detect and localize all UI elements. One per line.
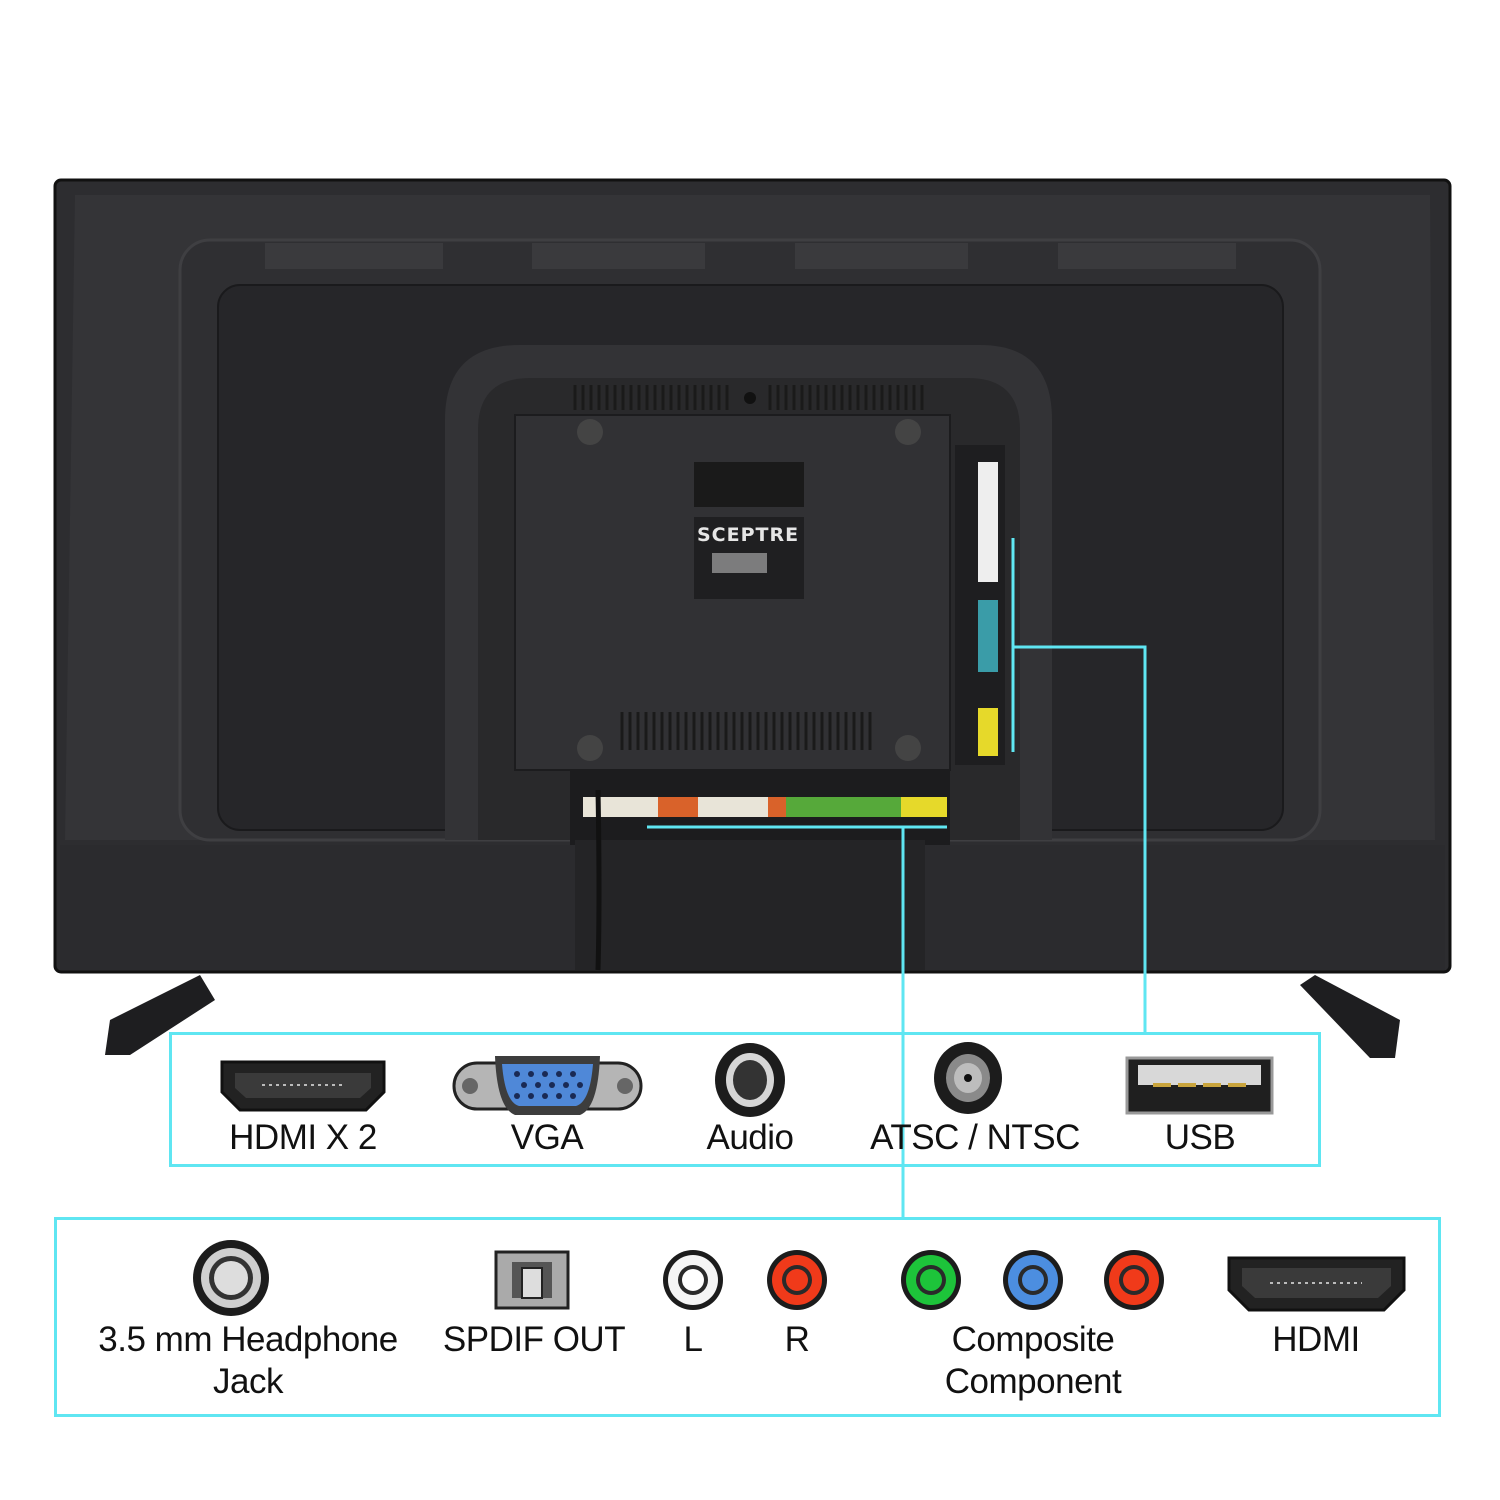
port-label-audio: Audio: [706, 1118, 794, 1157]
port-label-line: 3.5 mm Headphone: [98, 1320, 398, 1359]
port-label-l: L: [683, 1320, 703, 1359]
rca-red-icon: [1104, 1250, 1164, 1310]
hdmi-port-icon: [220, 1060, 386, 1112]
headphone-jack-icon: [193, 1240, 269, 1316]
vga-port-icon: [452, 1056, 643, 1115]
usb-port-icon: [1125, 1056, 1274, 1115]
port-label-headphone: 3.5 mm Headphone Jack: [98, 1319, 398, 1403]
rca-white-icon: [663, 1250, 723, 1310]
port-label-r: R: [784, 1320, 810, 1359]
rca-green-icon: [901, 1250, 961, 1310]
bottom-ports-callout: [54, 1217, 1441, 1417]
port-label-hdmi: HDMI: [1272, 1320, 1360, 1359]
port-label-atsc-ntsc: ATSC / NTSC: [870, 1118, 1080, 1157]
port-label-spdif: SPDIF OUT: [442, 1320, 626, 1359]
port-label-hdmi-x2: HDMI X 2: [229, 1118, 377, 1157]
rca-red-icon: [767, 1250, 827, 1310]
top-ports-callout: [169, 1032, 1321, 1167]
hdmi-port-icon: [1227, 1256, 1406, 1312]
audio-jack-icon: [715, 1043, 785, 1117]
rca-blue-icon: [1003, 1250, 1063, 1310]
port-label-usb: USB: [1164, 1118, 1236, 1157]
port-label-line: Jack: [213, 1362, 283, 1401]
port-label-line: Component: [944, 1362, 1122, 1401]
port-label-composite-component: Composite Component: [944, 1319, 1122, 1403]
optical-port-icon: [494, 1250, 570, 1310]
port-label-vga: VGA: [510, 1118, 584, 1157]
brand-logo: SCEPTRE: [697, 524, 800, 546]
coax-port-icon: [934, 1042, 1002, 1114]
port-label-line: Composite: [951, 1320, 1115, 1359]
